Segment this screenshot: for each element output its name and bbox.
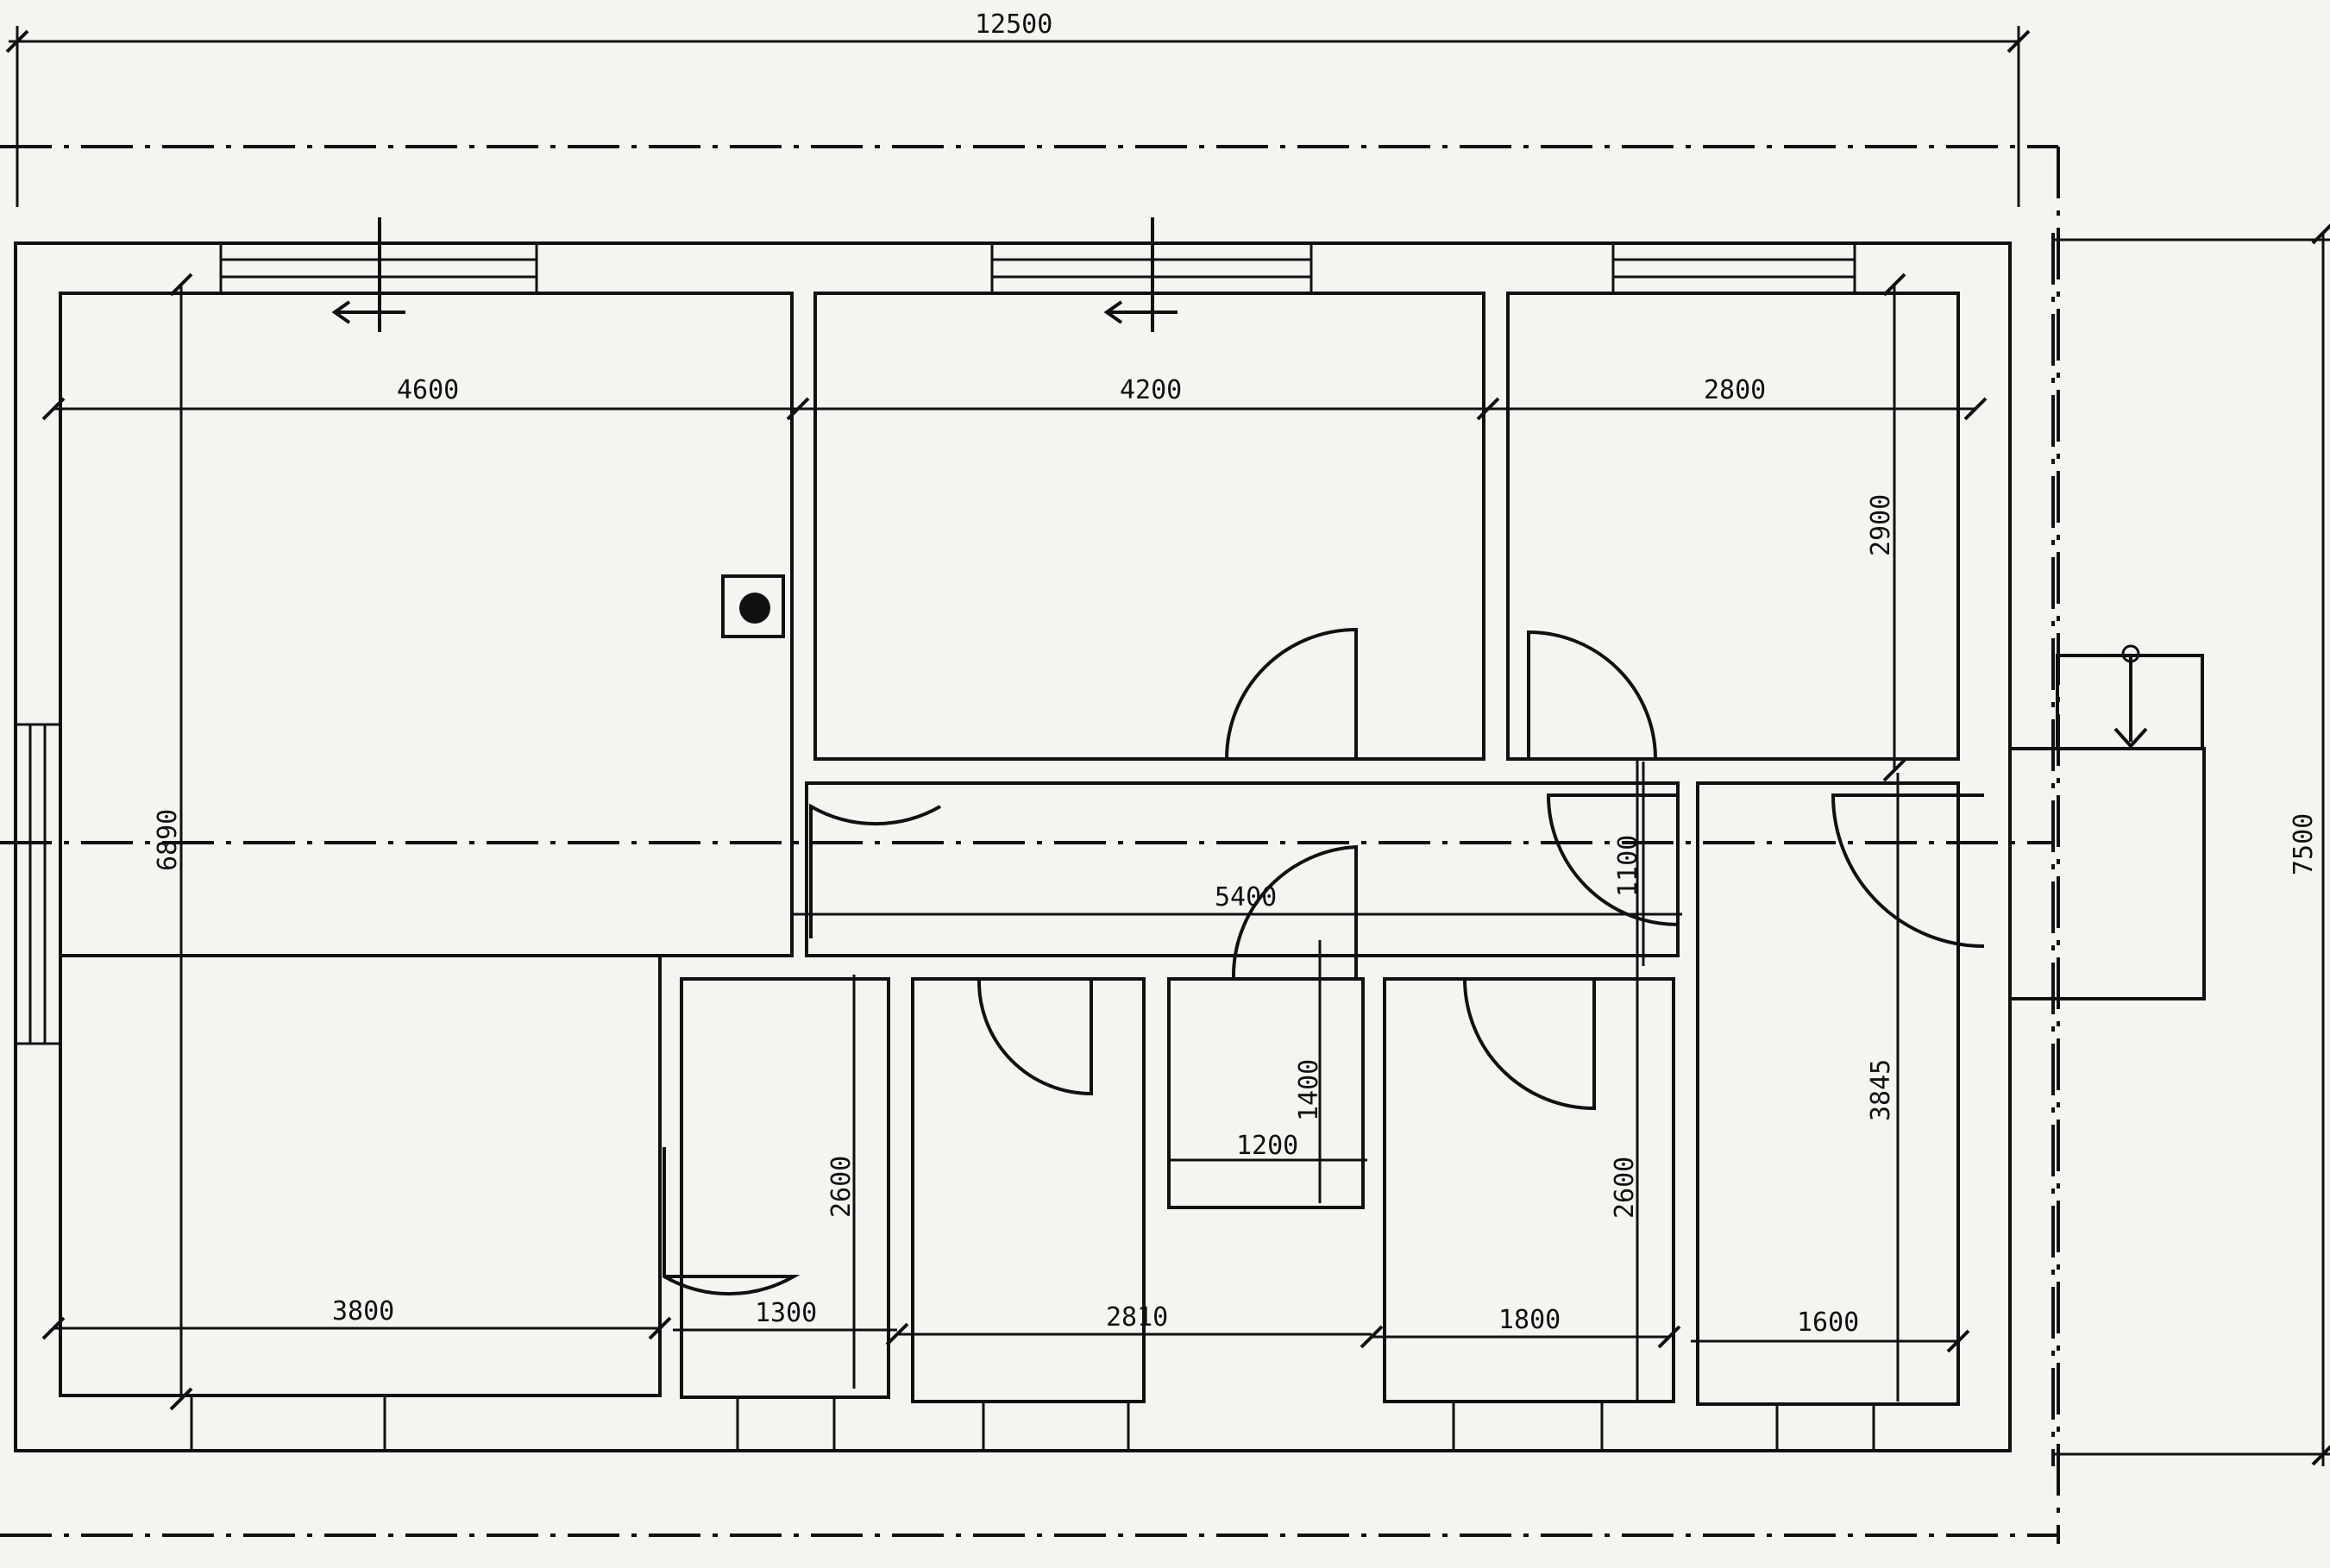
hall-width-label: 1600 [1797,1308,1859,1338]
dimension-labels: 12500 4600 4200 2800 3800 1300 2810 1800… [153,9,2319,1338]
room-1-depth-label: 6890 [153,809,183,871]
stove [721,574,785,638]
door-swing-icon [1527,630,1657,760]
window-icon [1611,241,1856,295]
window-icon [190,1394,386,1452]
room-1-width-label: 4600 [397,375,459,405]
hall-depth-label: 3845 [1866,1059,1896,1121]
dimension-lines [9,26,2330,1466]
corridor-length-label: 5400 [1215,882,1277,913]
room-1-bottom-label: 3800 [332,1296,394,1327]
overall-depth-label: 7500 [2289,813,2319,875]
stove-icon [721,574,785,638]
door-swing-icon [1225,627,1358,760]
entrance-arrow-icon [2113,727,2148,749]
wc-depth-label: 1400 [1294,1059,1324,1121]
door-swing-icon [1831,793,1985,948]
window-icon [982,1400,1130,1452]
room-b-width-label: 2810 [1106,1302,1168,1333]
room-3-depth-label: 2900 [1866,494,1896,556]
room-c-width-label: 1800 [1498,1305,1561,1335]
door-swing-icon [809,803,941,938]
entrance-arrow-icon [1103,300,1123,324]
door-swing-icon [1463,978,1596,1111]
chimney-icon [739,593,770,624]
window-icon [14,723,62,1045]
door-swing-icon [1546,793,1679,926]
entrance-arrow-icon [331,300,351,324]
window-icon [736,1396,836,1452]
door-swing-icon [977,978,1093,1096]
window-icon [1775,1402,1875,1452]
room-a-width-label: 1300 [755,1298,817,1328]
doors [663,627,1985,1296]
door-swing-icon [663,1147,801,1296]
entrance-step [2113,644,2148,749]
overall-width-label: 12500 [975,9,1052,40]
wc-width-label: 1200 [1236,1131,1298,1161]
room-2-width-label: 4200 [1120,375,1182,405]
door-swing-icon [1231,844,1358,980]
window-icon [1452,1400,1604,1452]
room-c-depth-label: 2600 [1610,1157,1640,1219]
arrows [331,217,1178,332]
room-3-width-label: 2800 [1704,375,1766,405]
room-a-depth-label: 2600 [826,1156,857,1218]
axis-lines [0,145,2060,1544]
corridor-width-label: 1100 [1613,835,1643,897]
